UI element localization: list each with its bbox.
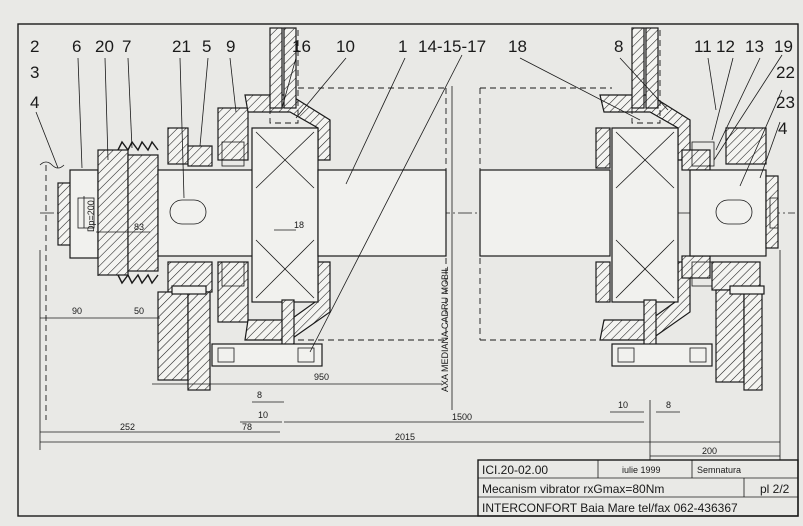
part-label: 1 bbox=[398, 37, 407, 56]
dim-text: 10 bbox=[618, 400, 628, 410]
part-label: 20 bbox=[95, 37, 114, 56]
dim-text: 18 bbox=[294, 220, 304, 230]
dim-text: 10 bbox=[258, 410, 268, 420]
left-bearing-assembly bbox=[157, 27, 331, 391]
part-label: 16 bbox=[292, 37, 311, 56]
dim-text: 90 bbox=[72, 306, 82, 316]
title-block: ICI.20-02.00 iulie 1999 Semnatura Mecani… bbox=[477, 459, 799, 517]
part-label: 23 bbox=[776, 93, 795, 112]
sheet-border bbox=[17, 23, 799, 517]
dim-text: 83 bbox=[134, 222, 144, 232]
dim-text: 78 bbox=[242, 422, 252, 432]
part-label: 18 bbox=[508, 37, 527, 56]
signature-label: Semnatura bbox=[697, 465, 741, 475]
dim-text: 2015 bbox=[395, 432, 415, 442]
part-label: 4 bbox=[30, 93, 39, 112]
part-label: 3 bbox=[30, 63, 39, 82]
dim-text: 1500 bbox=[452, 412, 472, 422]
dim-text: 8 bbox=[257, 390, 262, 400]
part-label: 13 bbox=[745, 37, 764, 56]
right-bearing-assembly bbox=[595, 27, 779, 391]
dim-text: 50 bbox=[134, 306, 144, 316]
drawing-description: Mecanism vibrator rxGmax=80Nm bbox=[482, 482, 664, 496]
left-end-assembly bbox=[39, 140, 159, 420]
part-label: 12 bbox=[716, 37, 735, 56]
part-label: 8 bbox=[614, 37, 623, 56]
central-shaft bbox=[298, 86, 612, 410]
part-label: 21 bbox=[172, 37, 191, 56]
dimension-texts: Dp=200 AXA MEDIANA CADRU MOBIL 83 18 90 … bbox=[72, 200, 717, 456]
dim-text: 200 bbox=[702, 446, 717, 456]
dim-text: 252 bbox=[120, 422, 135, 432]
dimension-lines bbox=[39, 196, 781, 460]
part-label: 2 bbox=[30, 37, 39, 56]
part-label: 19 bbox=[774, 37, 793, 56]
company-info: INTERCONFORT Baia Mare tel/fax 062-43636… bbox=[482, 501, 738, 515]
part-label: 5 bbox=[202, 37, 211, 56]
part-label: 11 bbox=[694, 37, 712, 56]
dim-text: 8 bbox=[666, 400, 671, 410]
part-label: 6 bbox=[72, 37, 81, 56]
part-label: 4 bbox=[778, 119, 787, 138]
part-label: 14-15-17 bbox=[418, 37, 486, 56]
axis-label: AXA MEDIANA CADRU MOBIL bbox=[440, 266, 450, 392]
leader-lines bbox=[35, 54, 783, 353]
drawing-date: iulie 1999 bbox=[622, 465, 661, 475]
dim-text: 950 bbox=[314, 372, 329, 382]
part-label: 7 bbox=[122, 37, 131, 56]
part-label: 9 bbox=[226, 37, 235, 56]
part-labels: 2 6 20 7 21 5 9 16 10 1 14-15-17 18 8 11… bbox=[30, 37, 795, 138]
part-label: 10 bbox=[336, 37, 355, 56]
sheet-number: pl 2/2 bbox=[760, 482, 790, 496]
dp-label: Dp=200 bbox=[86, 200, 96, 232]
part-label: 22 bbox=[776, 63, 795, 82]
drawing-code: ICI.20-02.00 bbox=[482, 463, 548, 477]
